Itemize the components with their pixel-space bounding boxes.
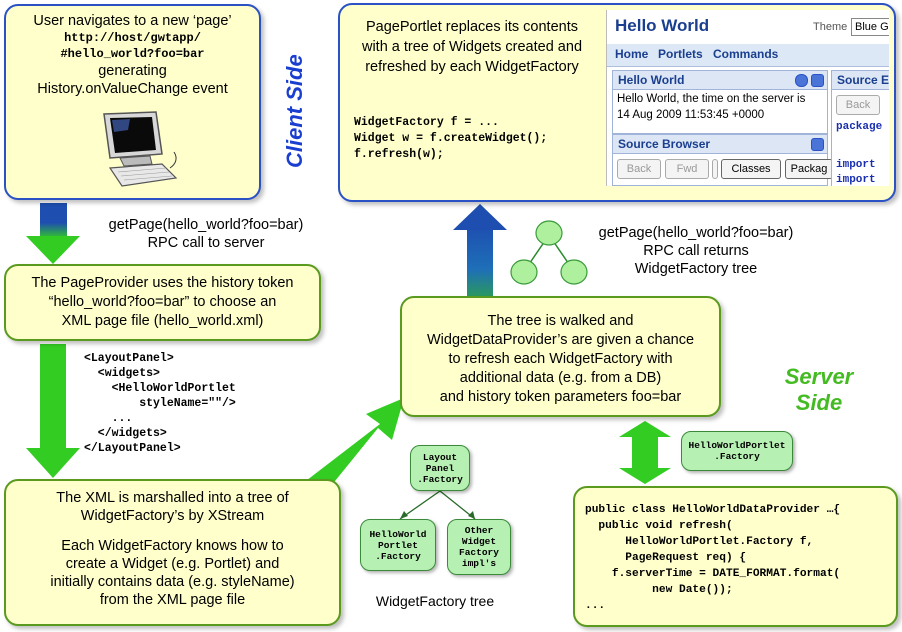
server-side-label: Server Side — [774, 364, 864, 416]
portlet-node-line-1: HelloWorldPortlet — [688, 440, 786, 451]
source-browser-panel: Source Browser Back Fwd Classes Packag — [612, 134, 833, 186]
navigation-line-5: History.onValueChange event — [37, 81, 228, 97]
arrow-xstream-to-walker — [298, 398, 404, 502]
arrow-server-to-client — [453, 204, 507, 298]
hello-world-panel-title: Hello World — [613, 71, 827, 90]
nav-commands[interactable]: Commands — [713, 47, 779, 61]
data-provider-code: public class HelloWorldDataProvider …{ p… — [585, 504, 841, 612]
hello-world-portlet-factory-node: HelloWorld Portlet .Factory — [360, 519, 436, 571]
factory-tree-connectors — [399, 490, 476, 520]
page-portlet-code: WidgetFactory f = ... Widget w = f.creat… — [354, 116, 548, 161]
layout-panel-node-line-3: .Factory — [417, 473, 463, 485]
forward-button[interactable]: Fwd — [665, 159, 709, 179]
portlet-factory-node: HelloWorldPortlet .Factory — [681, 431, 793, 471]
editor-back-button[interactable]: Back — [836, 95, 880, 115]
xstream-line-4: create a Widget (e.g. Portlet) and — [65, 556, 280, 572]
xml-page-file-snippet: <LayoutPanel> <widgets> <HelloWorldPortl… — [84, 352, 236, 455]
hello-node-line-1: HelloWorld — [369, 528, 427, 540]
rpc-return-line-3: WidgetFactory tree — [634, 261, 758, 277]
page-portlet-line-1: PagePortlet replaces its contents — [366, 19, 578, 35]
source-editor-panel: Source E Back package import import — [831, 70, 889, 186]
arrow-client-to-server — [26, 203, 80, 264]
layout-panel-node-line-1: Layout — [422, 451, 458, 463]
navigation-line-1: User navigates to a new ‘page’ — [33, 13, 232, 29]
xstream-line-5: initially contains data (e.g. styleName) — [50, 574, 295, 590]
layout-panel-node-line-2: Panel — [425, 462, 455, 474]
maximize-icon[interactable] — [811, 74, 824, 87]
widget-factory-tree-caption: WidgetFactory tree — [375, 593, 495, 609]
refresh-icon[interactable] — [795, 74, 808, 87]
navigation-url-1: http://host/gwtapp/ — [64, 31, 201, 45]
tree-walker-line-3: to refresh each WidgetFactory with — [448, 351, 673, 367]
arrow-provider-to-xstream — [26, 344, 80, 478]
rpc-tree-graphic — [510, 220, 588, 285]
packages-button[interactable]: Packag — [785, 159, 833, 179]
xstream-line-1: The XML is marshalled into a tree of — [56, 490, 289, 506]
hello-world-portlet-panel: Hello World Hello World, the time on the… — [612, 70, 828, 134]
page-provider-box: The PageProvider uses the history token … — [4, 264, 321, 341]
portlet-node-line-2: .Factory — [714, 451, 760, 462]
page-provider-line-3: XML page file (hello_world.xml) — [61, 313, 264, 329]
tree-walker-line-2: WidgetDataProvider’s are given a chance — [426, 332, 695, 348]
page-portlet-line-3: refreshed by each WidgetFactory — [365, 59, 579, 75]
other-node-line-3: Factory — [459, 547, 499, 558]
navigation-url-2: #hello_world?foo=bar — [60, 47, 205, 61]
splitter-handle[interactable] — [712, 159, 718, 179]
theme-label: Theme — [813, 21, 848, 33]
back-button[interactable]: Back — [617, 159, 661, 179]
source-browser-title: Source Browser — [613, 135, 827, 154]
source-maximize-icon[interactable] — [811, 138, 824, 151]
other-widget-factory-node: Other Widget Factory impl's — [447, 519, 511, 575]
other-node-line-4: impl's — [461, 558, 497, 569]
tree-walker-line-5: and history token parameters foo=bar — [439, 389, 682, 405]
layout-panel-factory-node: Layout Panel .Factory — [410, 445, 470, 491]
computer-icon — [103, 111, 178, 187]
rpc-return-line-1: getPage(hello_world?foo=bar) — [598, 225, 794, 241]
rpc-return-line-2: RPC call returns — [643, 243, 749, 259]
xstream-line-3: Each WidgetFactory knows how to — [61, 538, 284, 554]
data-provider-code-box: public class HelloWorldDataProvider …{ p… — [573, 486, 898, 627]
server-side-label-line-2: Side — [795, 390, 843, 415]
hello-node-line-2: Portlet — [378, 539, 418, 551]
hello-world-app-screenshot: Hello World Theme Blue G Home Portlets C… — [606, 10, 889, 186]
rpc-call-line-1: getPage(hello_world?foo=bar) — [108, 217, 304, 233]
navigation-box: User navigates to a new ‘page’ http://ho… — [4, 4, 261, 200]
xstream-box: The XML is marshalled into a tree of Wid… — [4, 479, 341, 626]
other-node-line-2: Widget — [461, 536, 497, 547]
navigation-line-4: generating — [98, 63, 167, 79]
rpc-call-text: getPage(hello_world?foo=bar) RPC call to… — [86, 216, 326, 252]
tree-walker-line-4: additional data (e.g. from a DB) — [459, 370, 662, 386]
rpc-return-text: getPage(hello_world?foo=bar) RPC call re… — [574, 224, 818, 278]
source-editor-title: Source E — [832, 71, 889, 90]
xstream-line-2: WidgetFactory’s by XStream — [80, 508, 265, 524]
app-title: Hello World — [615, 16, 710, 35]
arrow-walker-dataprovider — [619, 421, 671, 484]
xstream-line-6: from the XML page file — [99, 592, 246, 608]
hello-world-text-2: 14 Aug 2009 11:53:45 +0000 — [617, 109, 765, 121]
theme-select[interactable]: Blue G — [851, 18, 889, 36]
server-side-label-line-1: Server — [784, 364, 854, 389]
rpc-call-line-2: RPC call to server — [147, 235, 265, 251]
tree-walker-line-1: The tree is walked and — [487, 313, 634, 329]
code-keyword-import-2: import — [836, 174, 876, 186]
nav-portlets[interactable]: Portlets — [658, 47, 703, 61]
hello-world-text-1: Hello World, the time on the server is — [617, 93, 806, 105]
tree-walker-box: The tree is walked and WidgetDataProvide… — [400, 296, 721, 417]
code-keyword-import-1: import — [836, 159, 876, 171]
hello-node-line-3: .Factory — [375, 550, 421, 562]
client-side-label: Client Side — [282, 54, 307, 168]
nav-home[interactable]: Home — [615, 47, 649, 61]
page-provider-line-1: The PageProvider uses the history token — [31, 275, 294, 291]
classes-button[interactable]: Classes — [721, 159, 781, 179]
app-nav-bar: Home Portlets Commands — [607, 44, 889, 67]
other-node-line-1: Other — [464, 525, 494, 536]
code-keyword-package: package — [836, 121, 883, 133]
page-provider-line-2: “hello_world?foo=bar” to choose an — [48, 294, 277, 310]
page-portlet-line-2: with a tree of Widgets created and — [361, 39, 583, 55]
